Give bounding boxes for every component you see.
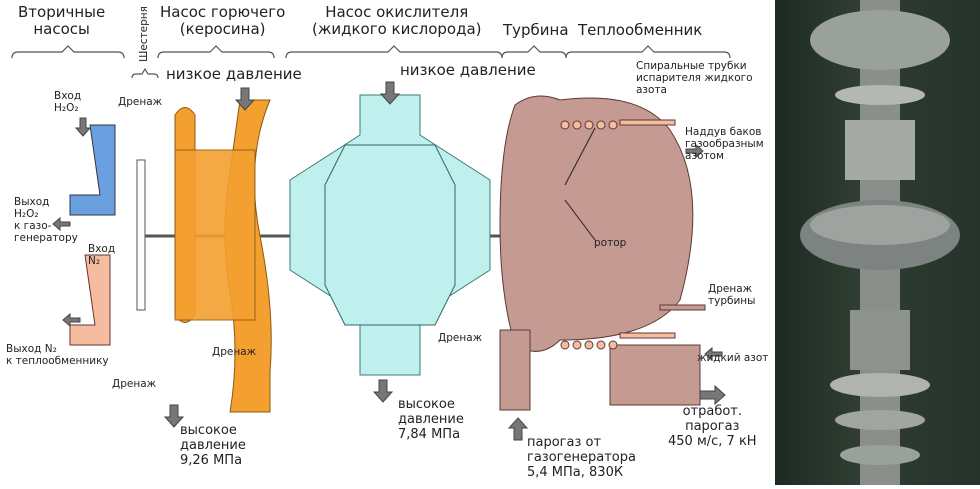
drain-ox-label: Дренаж <box>438 332 483 344</box>
oxidizer-impeller <box>324 144 456 326</box>
h2o2-pump <box>69 124 116 216</box>
drain-secondary-label: Дренаж <box>112 378 157 390</box>
rotor-assembly-image <box>800 0 960 485</box>
brace-oxidizer-pump <box>285 45 503 59</box>
drain-fuel-label: Дренаж <box>212 346 257 358</box>
rotor-pointer <box>564 199 596 241</box>
header-turbine: Турбина <box>503 21 569 39</box>
liquid-nitrogen-arrow <box>704 346 723 362</box>
turbine-drain-label: Дренаж турбины <box>708 283 756 308</box>
turbine-ducts <box>499 329 701 411</box>
n2-outlet-label: Выход N₂ к теплообменнику <box>6 343 109 368</box>
pressurization-tube <box>619 119 676 126</box>
nitrogen-coils <box>560 120 618 350</box>
brace-gear <box>131 67 159 79</box>
pressurization-arrow <box>685 143 704 159</box>
n2-outlet-arrow <box>62 312 81 328</box>
header-gear: Шестерня <box>138 6 150 62</box>
ox-high-pressure-label: высокое давление 7,84 МПа <box>398 397 464 442</box>
h2o2-outlet-arrow <box>52 216 71 232</box>
fuel-low-pressure-label: низкое давление <box>166 65 302 83</box>
header-heat-exchanger: Теплообменник <box>578 21 703 39</box>
h2o2-inlet-arrow <box>74 117 92 137</box>
steam-gas-inlet-arrow <box>507 417 529 441</box>
exhaust-arrow <box>699 384 726 406</box>
rotor-label: ротор <box>594 237 627 249</box>
fuel-inlet-arrow <box>234 87 256 111</box>
header-fuel-pump: Насос горючего (керосина) <box>160 3 286 39</box>
h2o2-inlet-label: Вход H₂O₂ <box>54 90 82 115</box>
fuel-impeller <box>174 149 256 321</box>
exhaust-label: отработ. парогаз 450 м/с, 7 кН <box>668 404 757 449</box>
h2o2-outlet-label: Выход H₂O₂ к газо- генератору <box>14 196 78 245</box>
turbine-housing <box>499 95 694 352</box>
flow-arrows <box>52 81 726 441</box>
turbine-drain-pipe <box>659 304 706 311</box>
ox-inlet-arrow <box>379 81 401 105</box>
ox-low-pressure-label: низкое давление <box>400 61 536 79</box>
turbopump-schematic <box>11 45 731 441</box>
steam-gas-label: парогаз от газогенератора 5,4 МПа, 830К <box>527 435 636 480</box>
brace-secondary-pumps <box>11 45 125 59</box>
header-oxidizer-pump: Насос окислителя (жидкого кислорода) <box>312 3 482 39</box>
brace-fuel-pump <box>157 45 275 59</box>
nitrogen-pump <box>69 254 111 346</box>
turbopump-rotor-photo <box>775 0 980 485</box>
section-braces <box>11 45 731 79</box>
fuel-outlet-arrow <box>163 404 185 428</box>
gear-shaft <box>136 159 146 311</box>
spiral-tubes-label: Спиральные трубки испарителя жидкого азо… <box>636 60 753 97</box>
header-secondary-pumps: Вторичные насосы <box>18 3 106 39</box>
ox-outlet-arrow <box>372 379 394 403</box>
spiral-tubes-pointer <box>564 127 596 186</box>
brace-heat-exchanger <box>565 45 731 59</box>
drain-top-label: Дренаж <box>118 96 163 108</box>
fuel-high-pressure-label: высокое давление 9,26 МПа <box>180 423 246 468</box>
liquid-nitrogen-label: жидкий азот <box>697 352 769 364</box>
brace-turbine <box>501 45 567 59</box>
liquid-nitrogen-tube <box>619 332 676 339</box>
tank-pressurization-label: Наддув баков газообразным азотом <box>685 126 764 163</box>
n2-inlet-label: Вход N₂ <box>88 243 116 268</box>
